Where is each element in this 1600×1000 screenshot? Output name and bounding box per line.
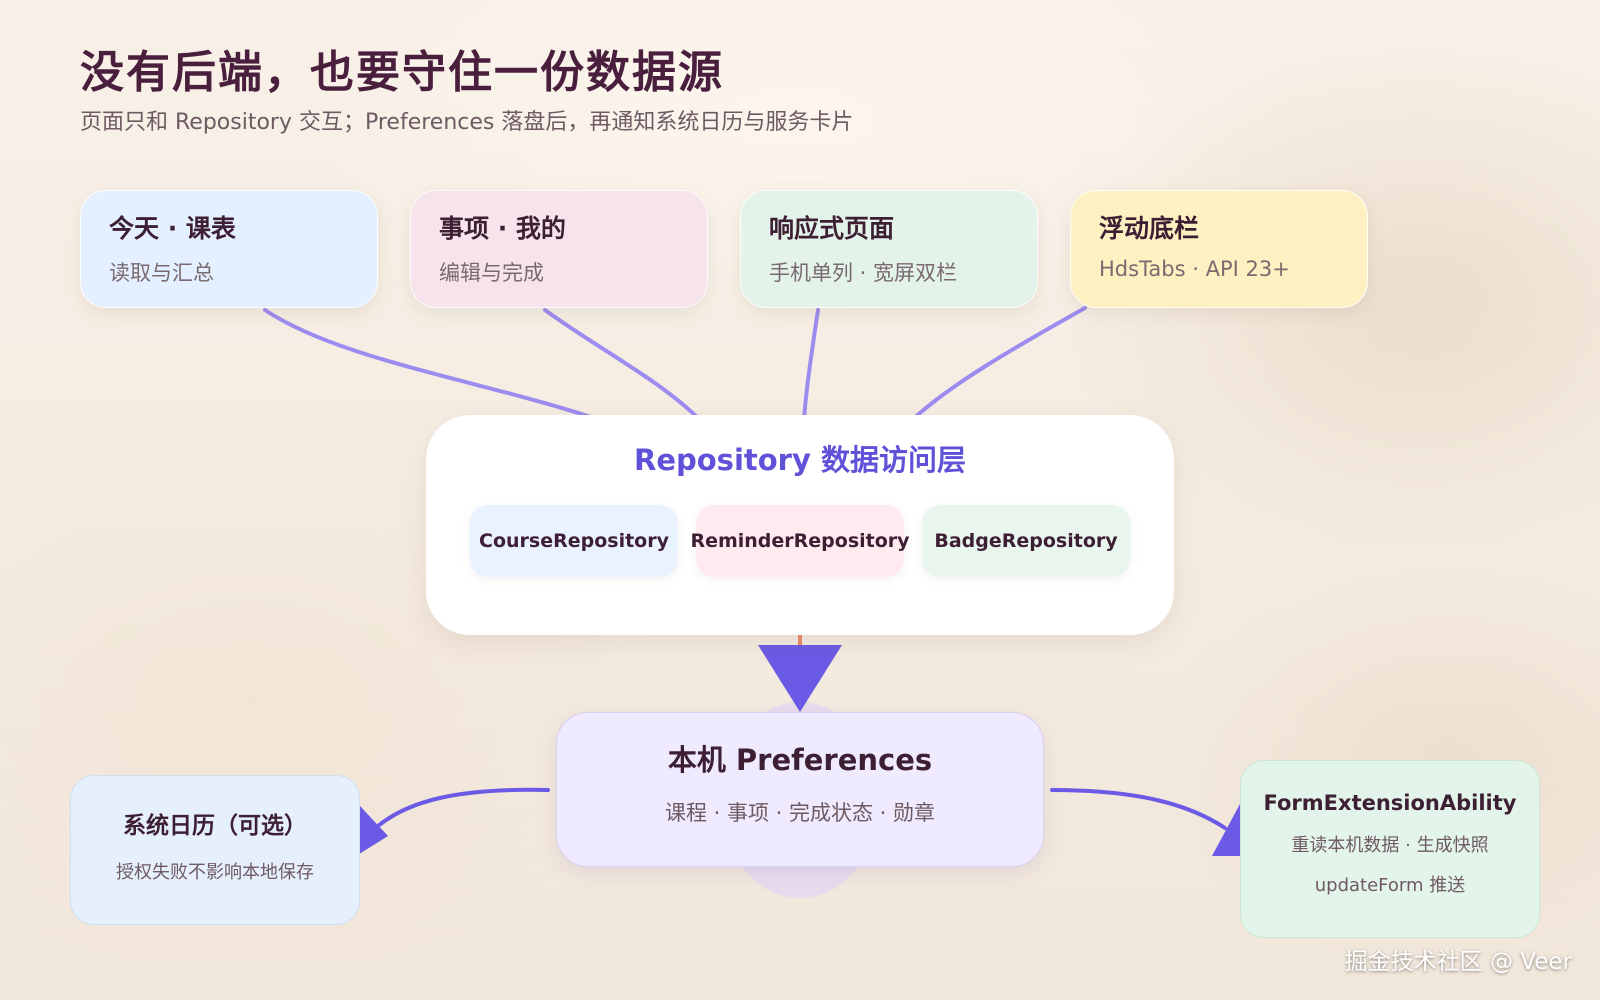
calendar-subtitle: 授权失败不影响本地保存	[116, 862, 314, 883]
chip-badge-repository: BadgeRepository	[922, 505, 1130, 577]
connector-reminders	[543, 308, 702, 422]
page-title: 没有后端，也要守住一份数据源	[80, 47, 724, 98]
watermark: 掘金技术社区 @ Veer	[1344, 949, 1572, 975]
card-reminders-mine: 事项 · 我的 编辑与完成	[410, 190, 708, 308]
card-title: 事项 · 我的	[439, 214, 566, 243]
card-subtitle: 编辑与完成	[439, 261, 544, 285]
connector-form	[1050, 788, 1227, 830]
card-title: 浮动底栏	[1099, 214, 1200, 243]
card-today-schedule: 今天 · 课表 读取与汇总	[80, 190, 378, 308]
card-title: 响应式页面	[769, 214, 895, 243]
form-line-1: 重读本机数据 · 生成快照	[1291, 835, 1489, 856]
preferences-store: 本机 Preferences 课程 · 事项 · 完成状态 · 勋章	[556, 712, 1044, 867]
form-title: FormExtensionAbility	[1263, 791, 1517, 815]
connector-tabs	[910, 306, 1087, 422]
form-line-2: updateForm 推送	[1314, 875, 1466, 896]
card-responsive-page: 响应式页面 手机单列 · 宽屏双栏	[740, 190, 1038, 308]
preferences-title: 本机 Preferences	[667, 743, 933, 777]
card-subtitle: HdsTabs · API 23+	[1099, 257, 1290, 281]
repository-layer: Repository 数据访问层 CourseRepository Remind…	[426, 415, 1174, 635]
connector-responsive	[802, 308, 820, 422]
chip-reminder-repository: ReminderRepository	[690, 505, 910, 577]
card-title: 今天 · 课表	[109, 214, 236, 243]
card-subtitle: 手机单列 · 宽屏双栏	[769, 261, 958, 285]
system-calendar-card: 系统日历（可选） 授权失败不影响本地保存	[70, 775, 360, 925]
connector-calendar	[376, 787, 550, 828]
card-floating-tabbar: 浮动底栏 HdsTabs · API 23+	[1070, 190, 1368, 308]
down-arrow-icon	[758, 645, 842, 712]
form-extension-card: FormExtensionAbility 重读本机数据 · 生成快照 updat…	[1240, 760, 1540, 938]
calendar-title: 系统日历（可选）	[123, 813, 307, 839]
repository-title: Repository 数据访问层	[634, 443, 966, 477]
page-subtitle: 页面只和 Repository 交互；Preferences 落盘后，再通知系统…	[80, 110, 854, 135]
chip-course-repository: CourseRepository	[470, 505, 678, 577]
calendar-arrow-icon	[356, 806, 388, 856]
connector-today	[263, 308, 602, 422]
preferences-subtitle: 课程 · 事项 · 完成状态 · 勋章	[664, 801, 936, 825]
card-subtitle: 读取与汇总	[109, 261, 214, 285]
form-arrow-icon	[1212, 804, 1240, 856]
